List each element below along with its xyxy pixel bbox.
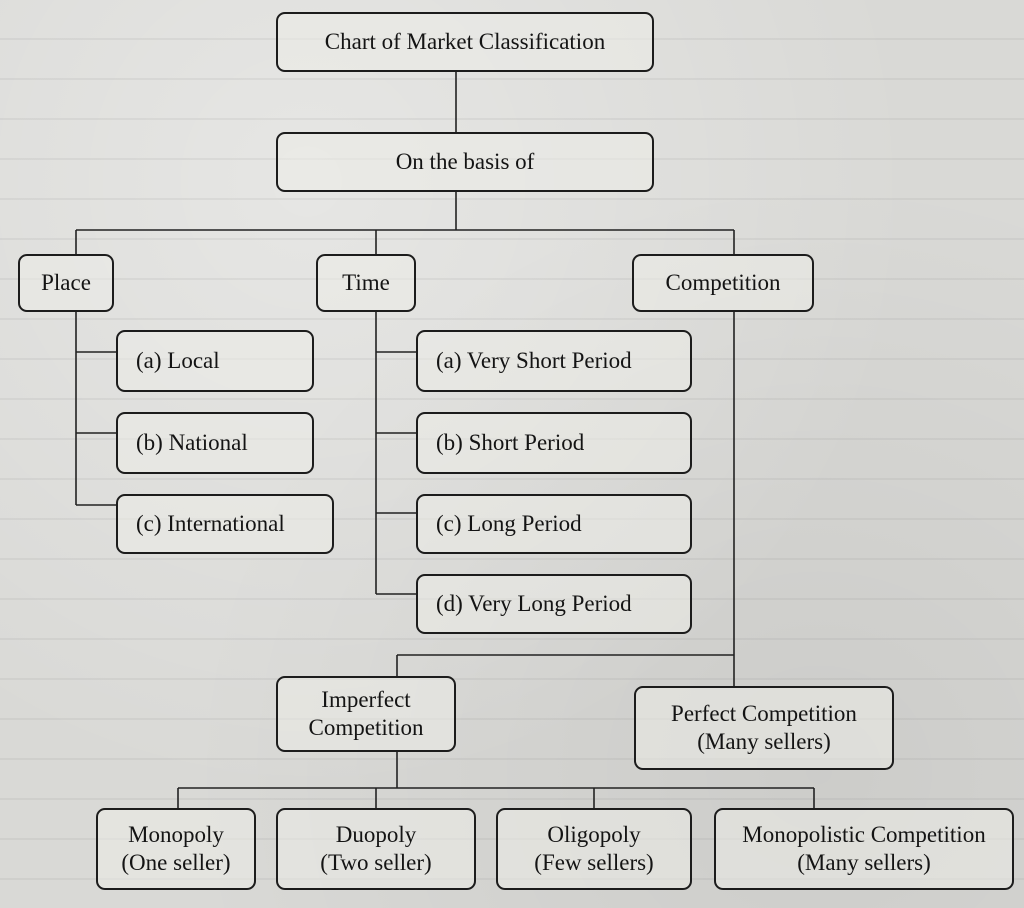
- perfect-competition-box: Perfect Competition (Many sellers): [634, 686, 894, 770]
- oligopoly-line1: Oligopoly: [547, 822, 641, 848]
- oligopoly-line2: (Few sellers): [534, 850, 654, 875]
- monopolistic-line2: (Many sellers): [797, 850, 931, 875]
- monopoly-box: Monopoly (One seller): [96, 808, 256, 890]
- monopolistic-competition-box: Monopolistic Competition (Many sellers): [714, 808, 1014, 890]
- time-item-long-period: (c) Long Period: [416, 494, 692, 554]
- root-label: Chart of Market Classification: [324, 29, 606, 55]
- time-item-label: (d) Very Long Period: [436, 591, 632, 617]
- monopoly-line2: (One seller): [121, 850, 231, 875]
- duopoly-box: Duopoly (Two seller): [276, 808, 476, 890]
- time-label: Time: [342, 270, 390, 296]
- place-item-national: (b) National: [116, 412, 314, 474]
- time-item-label: (a) Very Short Period: [436, 348, 632, 374]
- oligopoly-box: Oligopoly (Few sellers): [496, 808, 692, 890]
- place-label: Place: [41, 270, 91, 296]
- place-box: Place: [18, 254, 114, 312]
- time-item-label: (c) Long Period: [436, 511, 582, 537]
- basis-box: On the basis of: [276, 132, 654, 192]
- time-item-label: (b) Short Period: [436, 430, 585, 456]
- imperfect-competition-box: Imperfect Competition: [276, 676, 456, 752]
- perfect-line1: Perfect Competition: [671, 701, 857, 727]
- monopoly-line1: Monopoly: [128, 822, 224, 848]
- competition-box: Competition: [632, 254, 814, 312]
- place-item-label: (b) National: [136, 430, 248, 456]
- time-item-very-long-period: (d) Very Long Period: [416, 574, 692, 634]
- place-item-label: (a) Local: [136, 348, 220, 374]
- place-item-international: (c) International: [116, 494, 334, 554]
- basis-label: On the basis of: [395, 149, 535, 175]
- duopoly-line1: Duopoly: [335, 822, 417, 848]
- time-item-short-period: (b) Short Period: [416, 412, 692, 474]
- time-box: Time: [316, 254, 416, 312]
- root-box: Chart of Market Classification: [276, 12, 654, 72]
- imperfect-line2: Competition: [308, 715, 424, 740]
- place-item-local: (a) Local: [116, 330, 314, 392]
- imperfect-line1: Imperfect: [321, 687, 411, 713]
- competition-label: Competition: [665, 270, 781, 296]
- place-item-label: (c) International: [136, 511, 285, 537]
- time-item-very-short-period: (a) Very Short Period: [416, 330, 692, 392]
- perfect-line2: (Many sellers): [697, 729, 831, 754]
- duopoly-line2: (Two seller): [320, 850, 432, 875]
- monopolistic-line1: Monopolistic Competition: [742, 822, 986, 848]
